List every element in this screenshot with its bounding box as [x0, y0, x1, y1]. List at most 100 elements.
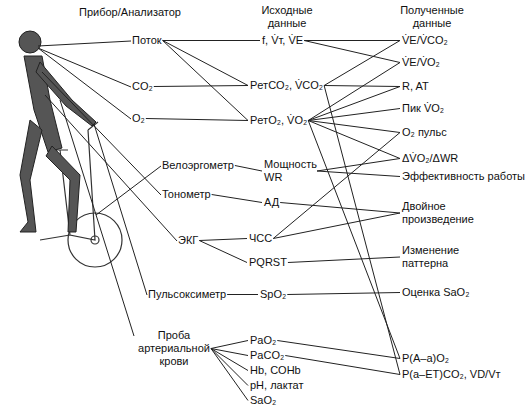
item-text: PетO₂, V̇O₂: [250, 114, 307, 127]
connector-line: [163, 41, 248, 86]
data-item: Hb, COHb: [250, 364, 301, 377]
column-header: Исходные данные: [252, 4, 322, 30]
item-text: PетCO₂, V̇CO₂: [250, 79, 323, 92]
leg: [46, 146, 80, 232]
item-text: P(A–a)O₂: [402, 352, 449, 365]
data-item: V̇E/V̇CO₂: [402, 34, 448, 47]
connector-line: [273, 133, 400, 239]
data-item: SpO₂: [260, 288, 286, 301]
item-text: ΔV̇O₂/ΔWR: [402, 152, 458, 165]
connector-line: [235, 166, 262, 172]
connector-line: [211, 341, 248, 349]
data-item: O₂ пульс: [402, 126, 447, 139]
data-item: PQRST: [249, 256, 287, 269]
data-item: SaO₂: [250, 394, 276, 407]
item-text: Велоэргометр: [162, 159, 234, 172]
data-item: ЧСС: [249, 232, 272, 245]
data-item: f, V̇т, V̇E: [262, 34, 303, 47]
item-text: P(a–ET)CO₂, VD/Vт: [402, 368, 501, 381]
connector-line: [324, 41, 400, 86]
leader-line: [96, 166, 161, 215]
connector-line: [304, 41, 400, 63]
item-text: PaO₂: [250, 334, 276, 347]
data-item: PaO₂: [250, 334, 276, 347]
connector-line: [308, 87, 400, 121]
data-item: Пульсоксиметр: [148, 288, 226, 301]
item-text: Hb, COHb: [250, 364, 301, 377]
connector-line: [211, 349, 248, 386]
item-text: Пульсоксиметр: [148, 288, 226, 301]
item-text: pH, лактат: [250, 379, 303, 392]
data-item: АД: [264, 196, 279, 209]
data-item: ΔV̇O₂/ΔWR: [402, 152, 458, 165]
item-text: АД: [264, 196, 279, 209]
item-text: Оценка SaO₂: [402, 286, 469, 299]
item-text: SpO₂: [260, 288, 286, 301]
data-item: PaCO₂: [250, 349, 284, 362]
item-text: Эффективность работы: [402, 170, 525, 183]
data-item: R, AT: [402, 80, 429, 93]
item-text: Изменение паттерна: [402, 244, 492, 270]
connector-line: [199, 239, 247, 241]
connector-line: [154, 86, 248, 87]
item-text: ЧСС: [249, 232, 272, 245]
data-item: Эффективность работы: [402, 170, 525, 183]
item-text: f, V̇т, V̇E: [262, 34, 303, 47]
leader-line: [42, 72, 161, 195]
item-text: PQRST: [249, 256, 287, 269]
connector-line: [288, 257, 400, 263]
data-item: P(A–a)O₂: [402, 352, 449, 365]
data-item: pH, лактат: [250, 379, 303, 392]
data-item: Поток: [132, 34, 162, 47]
data-item: CO₂: [132, 80, 153, 93]
data-item: Мощность WR: [264, 158, 316, 184]
data-item: O₂: [132, 112, 145, 125]
connector-line: [317, 171, 400, 177]
connector-line: [199, 241, 247, 263]
item-text: PaCO₂: [250, 349, 284, 362]
connector-line: [304, 40, 400, 41]
connector-line: [273, 213, 400, 239]
leader-line: [94, 124, 147, 295]
connector-line: [280, 203, 400, 214]
leader-line: [38, 48, 131, 119]
column-header: Полученные данные: [392, 4, 472, 30]
data-item: PетCO₂, V̇CO₂: [250, 79, 323, 92]
data-item: Двойное произведение: [402, 200, 492, 226]
connector-line: [227, 294, 258, 295]
connector-line: [163, 41, 248, 121]
data-item: V̇E/V̇O₂: [402, 56, 440, 69]
connector-line: [212, 195, 262, 203]
connector-line: [285, 356, 400, 375]
item-text: ЭКГ: [178, 234, 198, 247]
item-text: SaO₂: [250, 394, 276, 407]
item-text: Двойное произведение: [402, 200, 492, 226]
data-item: Проба артериальной крови: [138, 329, 210, 368]
item-text: Пик V̇O₂: [402, 102, 444, 115]
connector-line: [211, 349, 248, 401]
data-item: Велоэргометр: [162, 159, 234, 172]
data-item: P(a–ET)CO₂, VD/Vт: [402, 368, 501, 381]
column-header: Прибор/Анализатор: [70, 6, 190, 19]
connector-line: [163, 40, 260, 41]
leg: [20, 120, 42, 232]
connector-line: [317, 159, 400, 172]
data-item: Изменение паттерна: [402, 244, 492, 270]
connector-line: [146, 119, 248, 121]
data-item: ЭКГ: [178, 234, 198, 247]
arm: [36, 62, 96, 126]
connector-line: [308, 109, 400, 121]
item-text: V̇E/V̇CO₂: [402, 34, 448, 47]
connector-line: [308, 121, 400, 359]
data-item: PетO₂, V̇O₂: [250, 114, 307, 127]
item-text: R, AT: [402, 80, 429, 93]
leader-line: [60, 100, 134, 336]
item-text: Тонометр: [162, 188, 211, 201]
item-text: V̇E/V̇O₂: [402, 56, 440, 69]
connector-line: [308, 63, 400, 121]
data-item: Оценка SaO₂: [402, 286, 469, 299]
item-text: CO₂: [132, 80, 153, 93]
item-text: O₂ пульс: [402, 126, 447, 139]
item-text: O₂: [132, 112, 145, 125]
connector-line: [324, 86, 400, 375]
